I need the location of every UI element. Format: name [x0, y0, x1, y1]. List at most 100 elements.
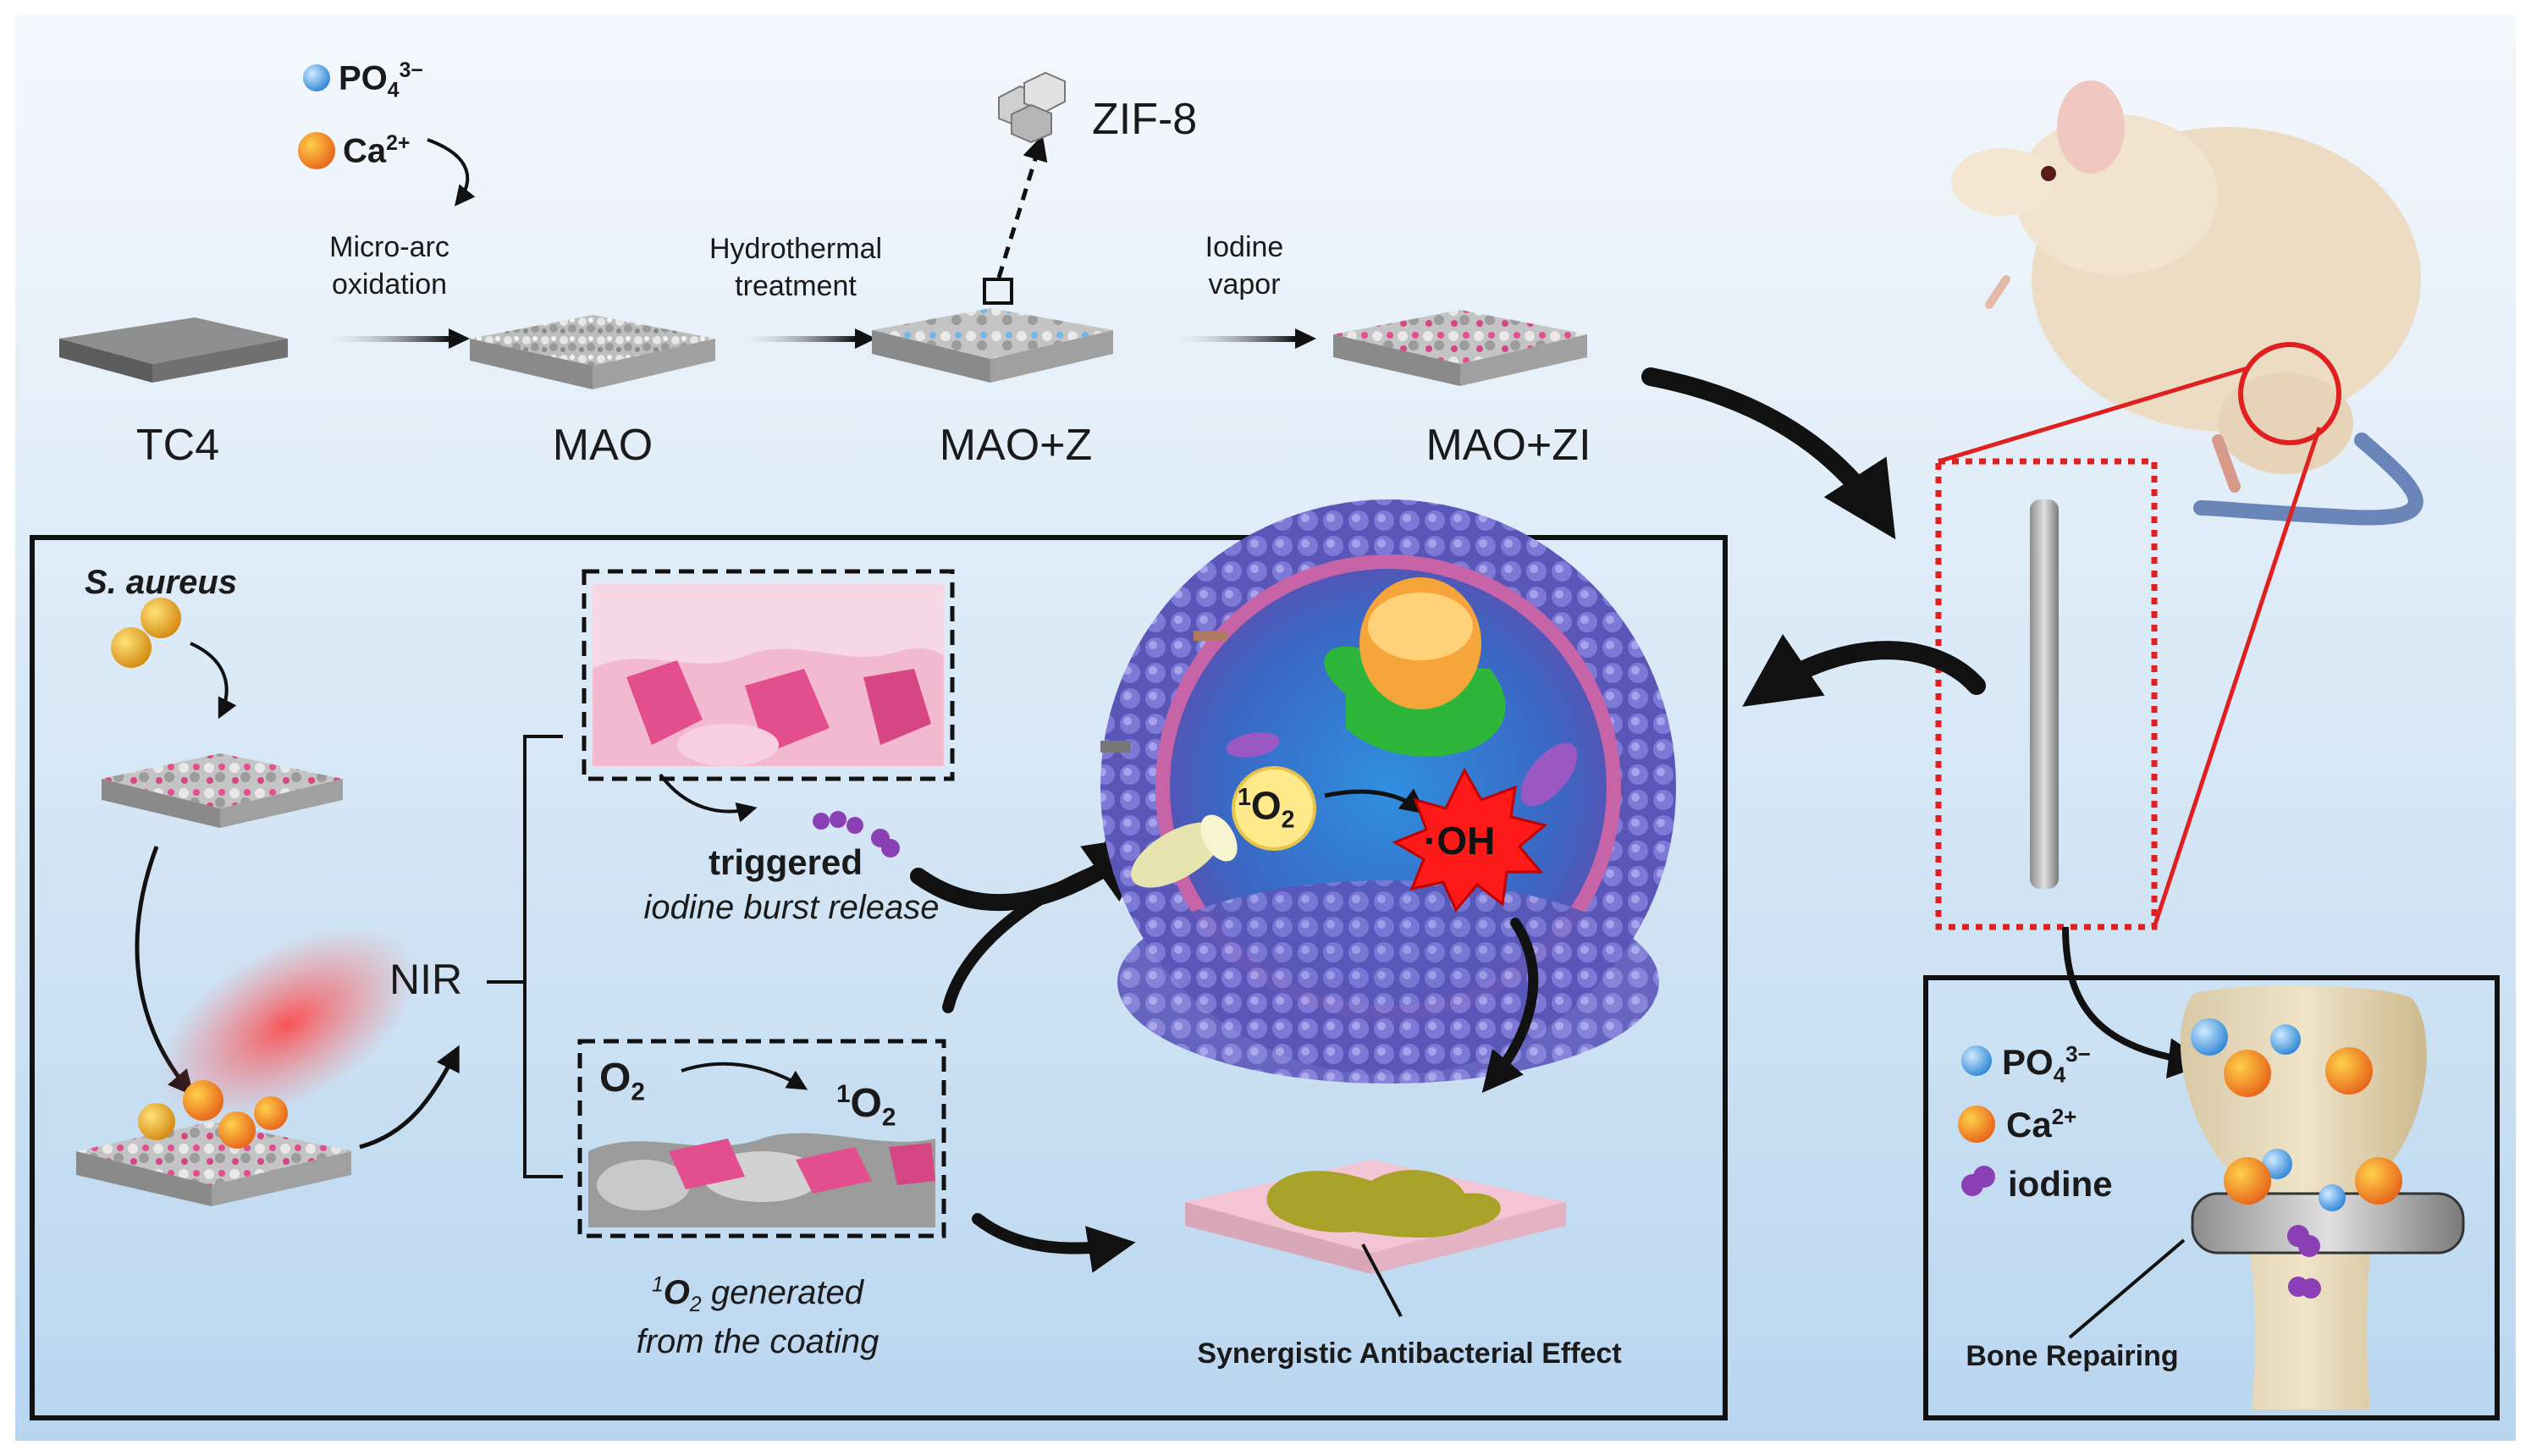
synergy-label: Synergistic Antibacterial Effect	[1197, 1337, 1622, 1370]
stage-label-mao-z: MAO+Z	[939, 421, 1093, 470]
singlet-subscript: 2	[881, 1103, 896, 1132]
nir-label: NIR	[389, 956, 463, 1003]
calcium-label: Ca2+	[343, 132, 411, 170]
step1-line1: Micro-arc	[329, 231, 449, 263]
nir-beam	[157, 926, 418, 1122]
calcium-ion-icon	[298, 132, 335, 169]
tc4-plate	[59, 317, 288, 383]
phosphate-superscript: 3−	[399, 59, 423, 82]
step2-line1: Hydrothermal	[709, 233, 883, 265]
generated-line2: from the coating	[636, 1323, 880, 1361]
calcium-superscript: 2+	[386, 132, 411, 155]
arrow-to-mechanism	[1742, 633, 1986, 707]
bacterial-cell	[1100, 499, 1676, 1084]
ion-arrow	[427, 138, 476, 207]
singlet-oxygen-label: 1O2	[836, 1082, 896, 1130]
cell-singlet-sub: 2	[1281, 806, 1295, 834]
zoom-square	[983, 278, 1013, 305]
implant-frame	[1935, 458, 2158, 930]
bacteria-label: S. aureus	[85, 564, 238, 601]
phosphate-base: PO	[339, 59, 388, 97]
implant-rod	[2030, 499, 2059, 889]
synergy-plate	[1185, 1160, 1566, 1274]
generated-label: 1O2 generated from the coating	[637, 1270, 880, 1365]
legend-calcium-sup: 2+	[2051, 1104, 2077, 1129]
triggered-label: triggered	[708, 842, 863, 882]
bone-panel	[1923, 975, 2500, 1420]
cell-singlet-sup: 1	[1238, 784, 1251, 811]
arrow-2-head	[855, 328, 876, 349]
legend-iodine-label: iodine	[2008, 1164, 2113, 1204]
nir-arrow	[359, 1045, 460, 1150]
release-zoom-box	[582, 569, 955, 781]
arrow-to-bone	[2062, 926, 2209, 1079]
step3-line1: Iodine	[1205, 231, 1284, 263]
step3-label: Iodine vapor	[1205, 229, 1284, 303]
coating-surface	[588, 1133, 935, 1227]
zif8-label: ZIF-8	[1092, 95, 1198, 144]
arrow-3-head	[1295, 328, 1316, 349]
step1-line2: oxidation	[331, 268, 448, 301]
stage-label-tc4: TC4	[135, 421, 220, 470]
phosphate-label: PO43−	[339, 59, 423, 102]
bacteria-icon	[141, 598, 181, 638]
calcium-base: Ca	[343, 132, 387, 170]
legend-iodine-icon	[1973, 1166, 1995, 1188]
zoom-line-1	[1938, 366, 2248, 464]
singlet-oxygen-zoom-box	[577, 1039, 946, 1238]
hydroxyl-radical-burst	[1392, 767, 1548, 913]
oxygen-base: O	[599, 1056, 631, 1100]
legend-calcium-base: Ca	[2006, 1105, 2052, 1144]
oxygen-to-radical-arrow	[1324, 788, 1426, 814]
bacteria-icon	[111, 627, 152, 668]
bone-illustration	[2180, 985, 2465, 1409]
hydroxyl-radical-label: ·OH	[1424, 819, 1496, 863]
generated-word: generated	[710, 1274, 863, 1311]
phosphate-subscript: 4	[387, 79, 400, 102]
legend-phosphate-base: PO	[2002, 1042, 2054, 1082]
bone-caption: Bone Repairing	[1966, 1340, 2179, 1372]
bacteria-arrow	[190, 642, 237, 720]
step2-label: Hydrothermal treatment	[709, 230, 882, 305]
generated-sub: 2	[689, 1293, 702, 1316]
synergy-pointer	[1361, 1244, 1403, 1317]
generated-base: O	[663, 1274, 690, 1311]
membrane-channel	[1131, 814, 1238, 888]
arrow-oxygen-to-cell	[942, 841, 1157, 1013]
zoom-line-2	[2152, 427, 2322, 928]
cell-singlet-base: O	[1250, 783, 1282, 828]
stage-label-mao: MAO	[552, 421, 653, 470]
radical-to-synergy-arrow	[1481, 918, 1539, 1094]
legend-phosphate-sub: 4	[2053, 1062, 2066, 1088]
release-label: iodine burst release	[643, 889, 940, 926]
mao-zi-plate	[1333, 310, 1587, 386]
oxygen-subscript: 2	[631, 1078, 645, 1106]
release-surface	[593, 584, 944, 766]
bone-caption-pointer	[2068, 1238, 2186, 1339]
arrow-1	[313, 336, 449, 342]
legend-phosphate-icon	[1961, 1045, 1992, 1076]
step2-line2: treatment	[735, 270, 857, 303]
generated-sup: 1	[651, 1273, 664, 1297]
phosphate-ion-icon	[303, 64, 330, 91]
generated-line1: 1O2 generated	[637, 1270, 880, 1319]
nir-bracket	[487, 735, 563, 1178]
release-arrow	[659, 773, 758, 823]
step3-line2: vapor	[1208, 268, 1281, 301]
mao-plate	[470, 315, 715, 389]
legend-calcium-icon	[1958, 1106, 1995, 1143]
oxygen-conversion-arrow	[681, 1062, 808, 1090]
coated-plate	[102, 753, 343, 828]
mechanism-panel	[30, 535, 1728, 1420]
zif8-crystal-icon	[998, 71, 1066, 144]
mao-z-plate	[872, 308, 1113, 383]
oxygen-label: O2	[599, 1058, 645, 1105]
singlet-oxygen-cell-label: 1O2	[1238, 786, 1295, 832]
legend-phosphate-label: PO43−	[2002, 1043, 2091, 1085]
zif8-dashed-arrow	[996, 135, 1048, 279]
singlet-oxygen-bubble	[1232, 766, 1316, 851]
stage-label-mao-zi: MAO+ZI	[1425, 421, 1591, 470]
arrow-3	[1160, 336, 1295, 342]
